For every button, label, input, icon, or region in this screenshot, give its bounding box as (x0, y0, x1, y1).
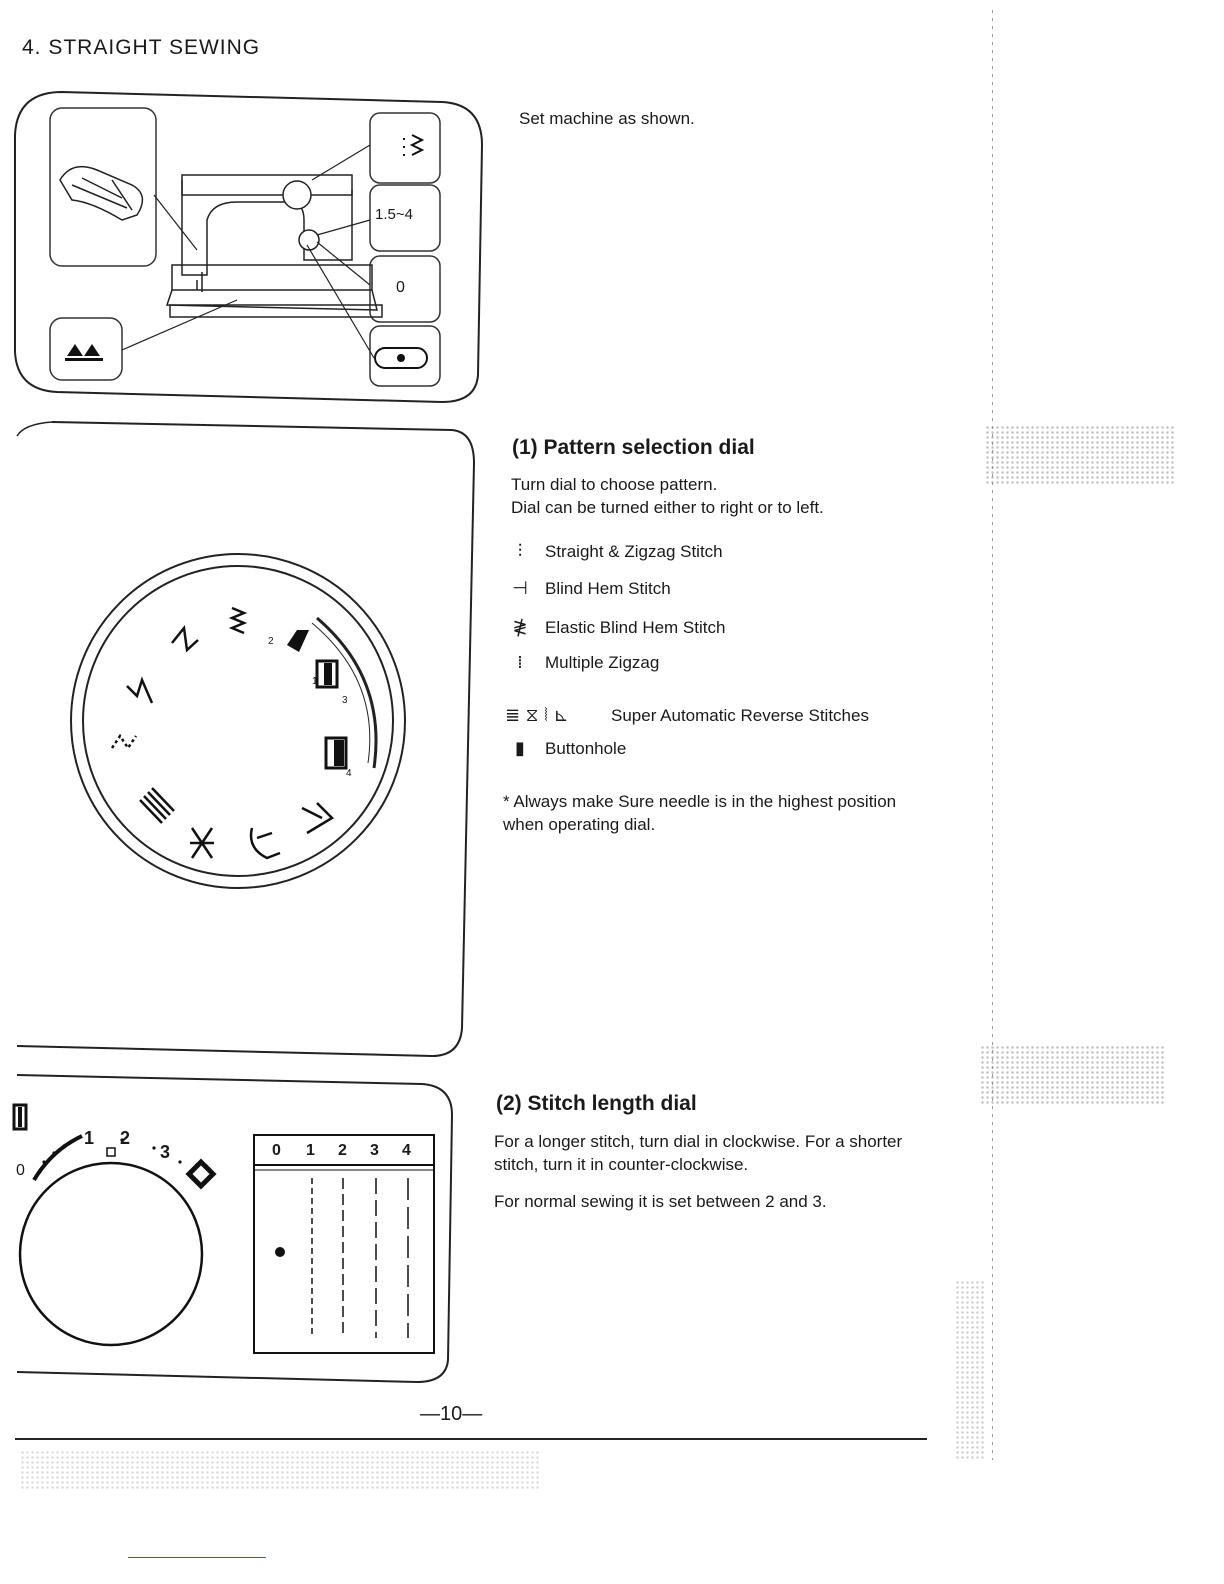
zero-callout-box (369, 255, 441, 323)
pattern-dial-figure (16, 421, 476, 1058)
length-heading: (2) Stitch length dial (496, 1092, 697, 1115)
pattern-heading: (1) Pattern selection dial (512, 436, 755, 459)
dial-blind-hem-icon (171, 624, 199, 653)
stitch-length-figure (12, 1074, 454, 1384)
pattern-line2: Dial can be turned either to right or to… (511, 498, 824, 517)
dial-step-4: 4 (346, 768, 352, 779)
pattern-callout-box (369, 112, 441, 184)
dial-reverse-overlock-icon (301, 802, 335, 835)
stitch-col-0-dot (275, 1247, 285, 1257)
scan-noise (980, 1045, 1165, 1105)
scale-label-3: 3 (160, 1142, 171, 1162)
feed-dog-up-icon (65, 344, 103, 361)
buttonhole-mark-icon (12, 1103, 28, 1131)
zero-callout-label: 0 (396, 279, 405, 296)
dial-step-1: 1 (312, 676, 318, 687)
footer-divider (15, 1438, 927, 1440)
scan-noise (20, 1450, 540, 1490)
pattern-item-blind-hem: ⊣ Blind Hem Stitch (505, 578, 671, 599)
feed-dog-box (49, 317, 123, 381)
table-header-0: 0 (272, 1142, 281, 1159)
dial-multiple-zigzag-icon (110, 733, 138, 751)
intro-text: Set machine as shown. (519, 109, 695, 128)
scale-label-2: 2 (120, 1128, 131, 1148)
dial-buttonhole-steps (287, 630, 348, 770)
length-para1: For a longer stitch, turn dial in clockw… (494, 1132, 903, 1174)
table-header-1: 1 (306, 1142, 315, 1159)
dial-step-2: 2 (268, 636, 274, 647)
super-auto-reverse-icons: ≣ ⧖ ⦚ ⊾ (505, 705, 569, 726)
page-title: 4. STRAIGHT SEWING (22, 36, 261, 59)
sewing-machine-icon (165, 174, 383, 318)
scan-edge-rule (992, 10, 993, 1460)
straight-zigzag-icon (403, 134, 425, 156)
scan-noise (955, 1280, 985, 1460)
stitch-table (253, 1134, 435, 1354)
table-header-2: 2 (338, 1142, 347, 1159)
page-number: —10— (420, 1403, 483, 1425)
dial-reverse-honeycomb-icon (190, 827, 214, 859)
pattern-item-elastic-blind-hem: ≹ Elastic Blind Hem Stitch (505, 617, 725, 638)
blind-hem-icon: ⊣ (512, 578, 528, 599)
pattern-note: * Always make Sure needle is in the high… (503, 792, 897, 834)
length-callout-label: 1.5~4 (375, 206, 413, 223)
link-underline (128, 1557, 266, 1558)
presser-foot-icon (59, 165, 144, 221)
elastic-blind-hem-icon: ≹ (512, 617, 528, 638)
scale-label-0: 0 (16, 1162, 25, 1179)
center-needle-icon (374, 347, 428, 369)
pattern-line1: Turn dial to choose pattern. (511, 475, 718, 494)
scale-label-1: 1 (84, 1128, 95, 1148)
dial-step-3: 3 (342, 695, 348, 706)
pattern-item-straight-zigzag: ⫶ Straight & Zigzag Stitch (505, 541, 723, 562)
dial-reverse-ric-rac-icon (249, 827, 281, 860)
dial-straight-zigzag-icon (228, 606, 248, 635)
pattern-item-buttonhole: ▮ Buttonhole (505, 738, 626, 759)
multiple-zigzag-icon: ⁞ (517, 652, 523, 673)
straight-zigzag-icon: ⫶ (517, 541, 523, 562)
length-callout-box (369, 184, 441, 252)
length-para2: For normal sewing it is set between 2 an… (494, 1192, 827, 1211)
needle-pos-callout-box (369, 325, 441, 387)
scan-noise (985, 425, 1175, 485)
pattern-item-super-reverse: ≣ ⧖ ⦚ ⊾ Super Automatic Reverse Stitches (505, 705, 869, 726)
dial-pointer (106, 1147, 116, 1157)
pattern-item-multiple-zigzag: ⁞ Multiple Zigzag (505, 652, 659, 673)
buttonhole-icon: ▮ (515, 738, 525, 759)
dial-elastic-blind-hem-icon (126, 676, 154, 704)
machine-illustration (14, 90, 484, 404)
table-header-3: 3 (370, 1142, 379, 1159)
dial-reverse-straight-icon (139, 787, 175, 824)
scale-label-4: 4 (196, 1165, 203, 1179)
table-header-4: 4 (402, 1142, 411, 1159)
presser-foot-box (49, 107, 157, 267)
